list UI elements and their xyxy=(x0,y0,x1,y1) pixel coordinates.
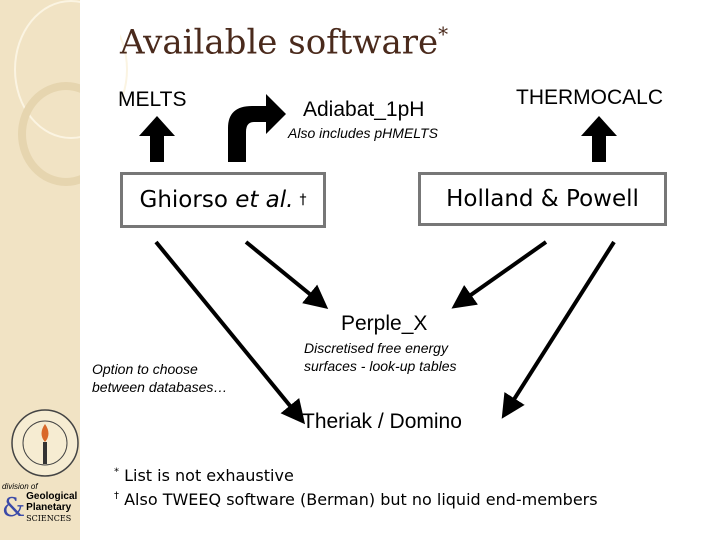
page-title: Available software* xyxy=(120,22,449,63)
node-melts: MELTS xyxy=(118,88,187,111)
option-note-1: Option to choose xyxy=(92,361,198,377)
node-perplex: Perple_X xyxy=(341,312,428,335)
logo-ampersand: & xyxy=(2,492,26,523)
ghiorso-name: Ghiorso xyxy=(139,187,236,213)
box-holland-powell: Holland & Powell xyxy=(418,172,667,226)
perplex-note-2: surfaces - look-up tables xyxy=(304,358,457,374)
arrow-holland-theriak xyxy=(501,240,616,419)
ghiorso-etal: et al. xyxy=(235,187,294,213)
perplex-note-1: Discretised free energy xyxy=(304,340,448,356)
adiabat-note: Also includes pHMELTS xyxy=(288,125,438,141)
up-arrow-melts xyxy=(139,116,175,162)
caltech-seal xyxy=(11,409,79,477)
sidebar-mask xyxy=(80,0,120,200)
curved-arrow-adiabat xyxy=(228,94,286,162)
footnote-1: * List is not exhaustive xyxy=(114,466,294,485)
arrow-ghiorso-theriak xyxy=(154,240,306,425)
node-thermocalc: THERMOCALC xyxy=(516,86,664,109)
arrow-holland-perplex xyxy=(451,240,548,309)
footnote-2: † Also TWEEQ software (Berman) but no li… xyxy=(114,490,598,509)
node-adiabat: Adiabat_1pH xyxy=(303,98,425,121)
box-ghiorso: Ghiorso et al. † xyxy=(120,172,326,228)
node-theriak: Theriak / Domino xyxy=(302,410,462,433)
option-note-2: between databases… xyxy=(92,379,228,395)
up-arrow-thermocalc xyxy=(581,116,617,162)
ghiorso-dagger: † xyxy=(299,192,307,208)
logo-division: division of xyxy=(2,482,38,491)
arrow-ghiorso-perplex xyxy=(244,240,329,310)
